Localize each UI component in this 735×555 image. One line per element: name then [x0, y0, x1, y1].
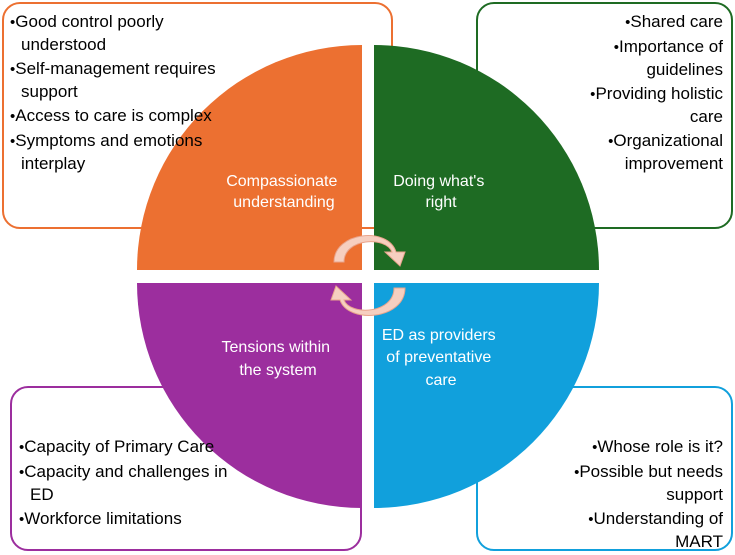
bullets-tensions-within-system: •Capacity of Primary Care •Capacity and …: [19, 436, 254, 533]
bullet-item: •Whose role is it?: [592, 437, 723, 456]
bullet-item: •Symptoms and emotions interplay: [10, 131, 203, 173]
bullets-ed-preventative-care: •Whose role is it? •Possible but needs s…: [553, 436, 723, 555]
label-doing-whats-right: Doing what's right: [393, 173, 489, 211]
bullets-doing-whats-right: •Shared care •Importance of guidelines •…: [553, 11, 723, 177]
bullet-item: •Organizational improvement: [608, 131, 723, 173]
bullets-compassionate-understanding: •Good control poorly understood •Self-ma…: [10, 11, 242, 177]
bullet-item: •Self-management requires support: [10, 59, 216, 101]
quadrant-tensions-within-system: [137, 283, 362, 508]
cycle-arrow-top: [333, 235, 406, 267]
bullet-item: •Workforce limitations: [19, 509, 182, 528]
bullet-item: •Importance of guidelines: [613, 37, 723, 79]
quadrant-doing-whats-right: [374, 45, 599, 270]
bullet-item: •Good control poorly understood: [10, 12, 164, 54]
bullet-item: •Capacity and challenges in ED: [19, 462, 228, 504]
quadrant-compassionate-understanding: [137, 45, 362, 270]
label-ed-preventative-care: ED as providers of preventative care: [382, 327, 500, 389]
bullet-item: •Capacity of Primary Care: [19, 437, 215, 456]
cycle-arrow-bottom: [330, 285, 406, 316]
bullet-item: •Understanding of MART: [588, 509, 723, 551]
label-compassionate-understanding: Compassionate understanding: [226, 173, 342, 211]
quadrant-ed-preventative-care: [374, 283, 599, 508]
bullet-item: •Access to care is complex: [10, 106, 212, 125]
cycle-arrows: [330, 235, 406, 316]
label-tensions-within-system: Tensions within the system: [222, 339, 335, 379]
bullet-item: •Providing holistic care: [590, 84, 723, 126]
bullet-item: •Possible but needs support: [574, 462, 723, 504]
bullet-item: •Shared care: [625, 12, 723, 31]
